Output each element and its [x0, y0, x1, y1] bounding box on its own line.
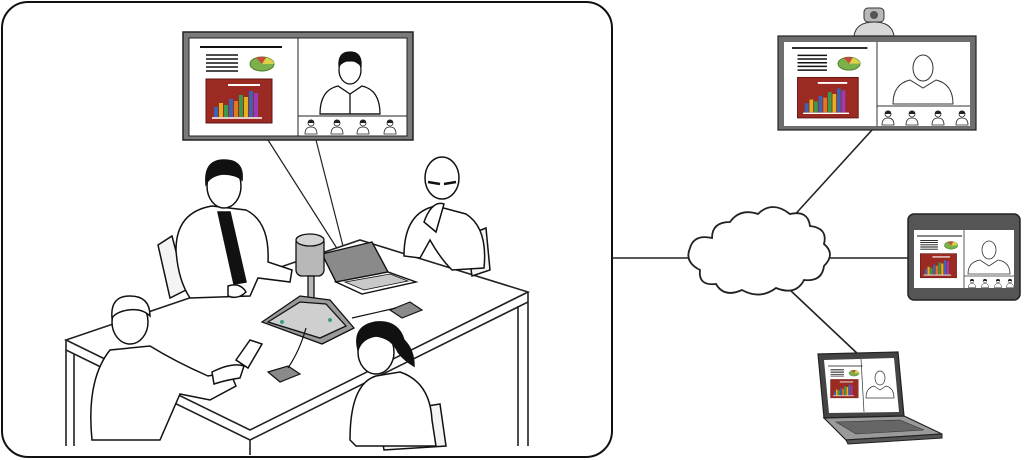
room-display — [182, 31, 414, 251]
remote-display — [777, 7, 977, 131]
remote-tablet — [907, 213, 1021, 301]
room-display-presenter — [319, 51, 381, 115]
room-laptop — [320, 241, 419, 295]
conference-hub — [260, 233, 356, 345]
tablet-presenter — [967, 240, 1011, 275]
link-cloud-laptop — [789, 289, 861, 357]
remote-display-presenter — [892, 54, 954, 105]
link-cloud-remote-display — [789, 129, 873, 221]
table-microphones — [266, 301, 424, 383]
network-cloud — [687, 206, 831, 296]
laptop-presenter — [865, 370, 895, 399]
participant-woman — [349, 321, 447, 451]
participant-man-phone — [90, 295, 264, 441]
participant-man-glasses — [403, 156, 491, 277]
network-links — [612, 129, 908, 357]
participant-man-tie — [157, 159, 293, 300]
remote-laptop — [817, 351, 943, 445]
